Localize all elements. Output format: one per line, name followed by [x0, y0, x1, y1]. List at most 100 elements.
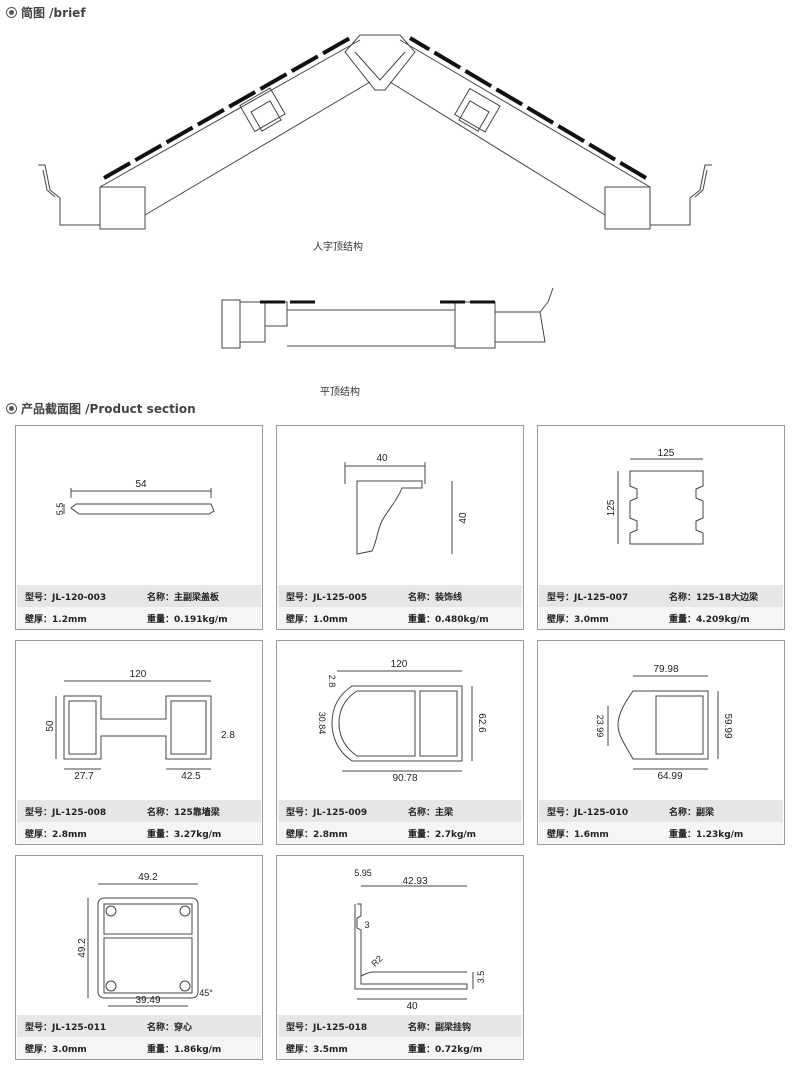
product-card-jl-125-008: 120 50 2.8 27.7 42.5 型号：JL-125-008 名称：12… — [15, 640, 263, 845]
cross-section-drawing: 120 2.8 30.84 62.6 90.78 — [317, 659, 487, 784]
dim-label: 40 — [406, 1001, 418, 1012]
dim-label: 125 — [606, 499, 617, 516]
dim-label: 23.99 — [595, 715, 605, 738]
name-value: 穿心 — [174, 1022, 193, 1033]
weight-value: 4.209kg/m — [696, 614, 750, 625]
dim-label: 49.2 — [138, 872, 158, 883]
name-value: 装饰线 — [435, 592, 463, 603]
spec-row: 型号：JL-125-009 名称：主梁 — [278, 800, 522, 822]
dim-label: 3 — [364, 920, 369, 930]
thickness-value: 3.5mm — [313, 1044, 348, 1055]
dim-label: 62.6 — [476, 713, 487, 733]
flat-roof-drawing — [221, 287, 554, 349]
dim-label: 40 — [458, 512, 469, 524]
weight-value: 2.7kg/m — [435, 829, 477, 840]
spec-row: 型号：JL-125-018 名称：副梁挂钩 — [278, 1015, 522, 1037]
name-value: 副梁 — [696, 807, 715, 818]
weight-value: 0.72kg/m — [435, 1044, 483, 1055]
dim-label: 120 — [130, 669, 147, 680]
weight-value: 0.480kg/m — [435, 614, 489, 625]
spec-row: 型号：JL-125-007 名称：125-18大边梁 — [539, 585, 783, 607]
name-value: 主梁 — [435, 807, 454, 818]
weight-value: 1.23kg/m — [696, 829, 744, 840]
dim-label: 42.93 — [402, 876, 427, 887]
cross-section-drawing: 54 5.5 — [55, 479, 215, 516]
name-value: 125靠墙梁 — [174, 807, 220, 818]
model-value: JL-125-011 — [52, 1022, 107, 1033]
thickness-value: 3.0mm — [52, 1044, 87, 1055]
thickness-value: 2.8mm — [313, 829, 348, 840]
dim-label: 39.49 — [135, 995, 160, 1006]
thickness-value: 1.6mm — [574, 829, 609, 840]
product-card-jl-125-005: 40 40 型号：JL-125-005 名称：装饰线 壁厚：1.0mm 重量：0… — [276, 425, 524, 630]
cross-section-drawing: 40 40 — [344, 453, 469, 555]
weight-value: 3.27kg/m — [174, 829, 222, 840]
dim-label: R2 — [369, 953, 384, 968]
dim-label: 79.98 — [653, 664, 678, 675]
gable-roof-caption: 人字顶结构 — [313, 242, 363, 253]
spec-row: 壁厚：3.5mm 重量：0.72kg/m — [278, 1037, 522, 1059]
dim-label: 27.7 — [74, 771, 94, 782]
spec-row: 壁厚：2.8mm 重量：3.27kg/m — [17, 822, 261, 844]
name-value: 125-18大边梁 — [696, 592, 759, 603]
product-card-jl-125-010: 79.98 23.99 59.99 64.99 型号：JL-125-010 名称… — [537, 640, 785, 845]
spec-row: 型号：JL-125-005 名称：装饰线 — [278, 585, 522, 607]
dim-label: 40 — [376, 453, 388, 464]
model-value: JL-125-008 — [52, 807, 107, 818]
model-value: JL-125-010 — [574, 807, 629, 818]
product-card-jl-125-007: 125 125 型号：JL-125-007 名称：125-18大边梁 壁厚：3.… — [537, 425, 785, 630]
model-value: JL-125-007 — [574, 592, 629, 603]
cross-section-drawing: 49.2 49.2 39.49 45° — [77, 872, 213, 1007]
model-value: JL-120-003 — [52, 592, 107, 603]
cross-section-drawing: 79.98 23.99 59.99 64.99 — [595, 664, 733, 782]
gable-roof-drawing — [38, 34, 712, 230]
spec-row: 壁厚：1.6mm 重量：1.23kg/m — [539, 822, 783, 844]
name-value: 副梁挂钩 — [435, 1022, 472, 1033]
dim-label: 45° — [199, 988, 213, 998]
spec-row: 壁厚：1.2mm 重量：0.191kg/m — [17, 607, 261, 629]
cross-section-drawing: 5.95 42.93 3 R2 3.5 40 — [354, 868, 486, 1012]
dim-label: 49.2 — [77, 938, 88, 958]
thickness-value: 1.2mm — [52, 614, 87, 625]
dim-label: 54 — [135, 479, 147, 490]
weight-value: 0.191kg/m — [174, 614, 228, 625]
name-value: 主副梁盖板 — [174, 592, 220, 603]
product-card-jl-125-018: 5.95 42.93 3 R2 3.5 40 型号：JL-125-018 名称：… — [276, 855, 524, 1060]
model-value: JL-125-009 — [313, 807, 368, 818]
circle-bullet-icon — [6, 403, 17, 414]
dim-label: 59.99 — [722, 713, 733, 738]
dim-label: 3.5 — [476, 971, 486, 984]
dim-label: 2.8 — [327, 675, 337, 688]
cross-section-drawing: 120 50 2.8 27.7 42.5 — [45, 669, 235, 782]
spec-row: 壁厚：3.0mm 重量：1.86kg/m — [17, 1037, 261, 1059]
product-card-jl-125-009: 120 2.8 30.84 62.6 90.78 型号：JL-125-009 名… — [276, 640, 524, 845]
flat-roof-caption: 平顶结构 — [320, 387, 360, 398]
product-card-jl-120-003: 54 5.5 型号：JL-120-003 名称：主副梁盖板 壁厚：1.2mm 重… — [15, 425, 263, 630]
weight-value: 1.86kg/m — [174, 1044, 222, 1055]
dim-label: 120 — [391, 659, 408, 670]
spec-row: 型号：JL-125-011 名称：穿心 — [17, 1015, 261, 1037]
cross-section-drawing: 125 125 — [606, 448, 704, 545]
spec-row: 型号：JL-125-008 名称：125靠墙梁 — [17, 800, 261, 822]
brief-section-title: 简图 /brief — [6, 4, 86, 21]
model-value: JL-125-018 — [313, 1022, 368, 1033]
dim-label: 30.84 — [317, 712, 327, 735]
dim-label: 42.5 — [181, 771, 201, 782]
spec-row: 壁厚：2.8mm 重量：2.7kg/m — [278, 822, 522, 844]
dim-label: 125 — [658, 448, 675, 459]
dim-label: 90.78 — [392, 773, 417, 784]
thickness-value: 2.8mm — [52, 829, 87, 840]
spec-row: 型号：JL-125-010 名称：副梁 — [539, 800, 783, 822]
product-card-jl-125-011: 49.2 49.2 39.49 45° 型号：JL-125-011 名称：穿心 … — [15, 855, 263, 1060]
dim-label: 2.8 — [221, 730, 235, 741]
spec-row: 壁厚：3.0mm 重量：4.209kg/m — [539, 607, 783, 629]
circle-bullet-icon — [6, 7, 17, 18]
thickness-value: 3.0mm — [574, 614, 609, 625]
spec-row: 型号：JL-120-003 名称：主副梁盖板 — [17, 585, 261, 607]
dim-label: 5.5 — [55, 503, 65, 516]
dim-label: 64.99 — [657, 771, 682, 782]
model-value: JL-125-005 — [313, 592, 368, 603]
dim-label: 50 — [45, 720, 56, 732]
dim-label: 5.95 — [354, 868, 372, 878]
thickness-value: 1.0mm — [313, 614, 348, 625]
